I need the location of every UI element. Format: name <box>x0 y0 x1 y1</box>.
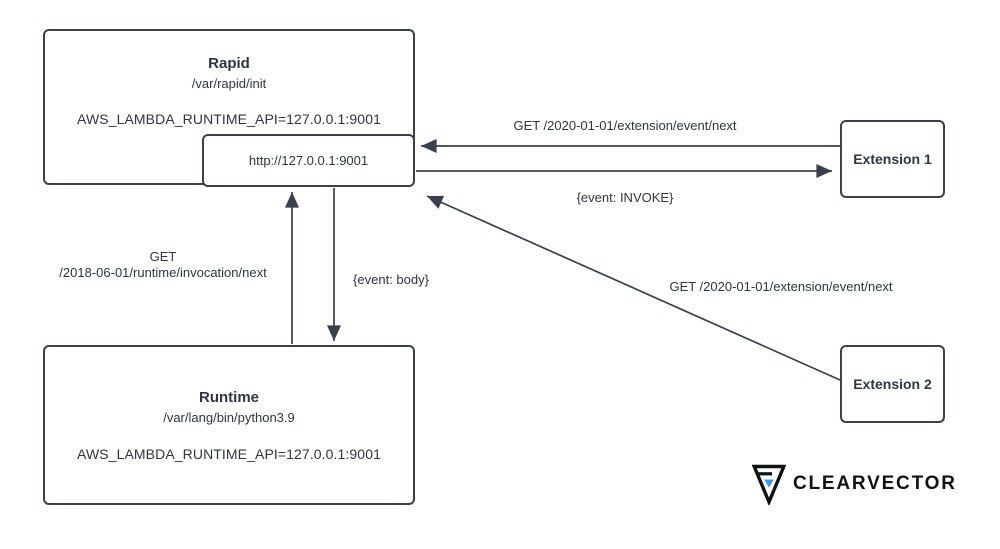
node-extension-2: Extension 2 <box>840 345 945 423</box>
extension-2-title: Extension 2 <box>853 376 932 392</box>
label-ext2-get-next: GET /2020-01-01/extension/event/next <box>669 279 893 294</box>
label-event-body: {event: body} <box>353 272 429 287</box>
clearvector-triangle-icon <box>752 464 786 505</box>
node-extension-1: Extension 1 <box>840 120 945 198</box>
clearvector-wordmark: CLEARVECTOR <box>793 473 957 494</box>
node-runtime: Runtime /var/lang/bin/python3.9 AWS_LAMB… <box>43 345 415 505</box>
clearvector-logo: CLEARVECTOR <box>752 462 955 506</box>
label-runtime-invocation-next: GET /2018-06-01/runtime/invocation/next <box>59 249 266 281</box>
label-event-invoke: {event: INVOKE} <box>576 190 674 205</box>
rapid-title: Rapid <box>208 55 250 72</box>
node-http-endpoint: http://127.0.0.1:9001 <box>202 134 415 187</box>
rapid-env-var: AWS_LAMBDA_RUNTIME_API=127.0.0.1:9001 <box>77 111 381 127</box>
http-endpoint-label: http://127.0.0.1:9001 <box>248 153 369 168</box>
label-runtime-invocation-next-line2: /2018-06-01/runtime/invocation/next <box>59 265 267 280</box>
extension-1-title: Extension 1 <box>853 151 932 167</box>
runtime-title: Runtime <box>199 389 259 406</box>
runtime-env-var: AWS_LAMBDA_RUNTIME_API=127.0.0.1:9001 <box>77 446 381 462</box>
label-ext1-get-next: GET /2020-01-01/extension/event/next <box>513 118 737 133</box>
rapid-path: /var/rapid/init <box>191 76 267 91</box>
runtime-path: /var/lang/bin/python3.9 <box>163 410 295 425</box>
label-runtime-invocation-next-line1: GET <box>149 249 177 264</box>
node-rapid: Rapid /var/rapid/init AWS_LAMBDA_RUNTIME… <box>43 29 415 185</box>
edge-ext2-to-endpoint-arrow <box>426 195 841 381</box>
